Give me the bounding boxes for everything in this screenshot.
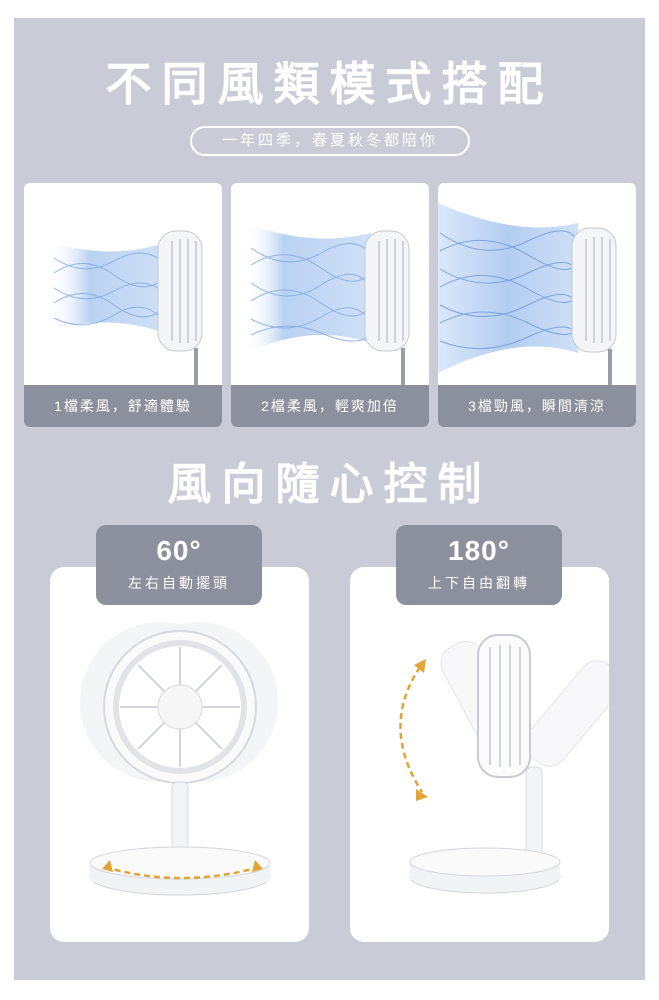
section-title-wind-direction: 風向隨心控制 <box>167 460 492 509</box>
fan-oscillation-illustration <box>80 622 278 896</box>
oscillation-card <box>50 567 309 942</box>
fan-airflow-illustration-1 <box>49 230 203 385</box>
mode-caption-3: 3檔勁風，瞬間清涼 <box>438 385 636 427</box>
fan-tilt-illustration <box>399 634 609 894</box>
oscillation-degree: 60° <box>156 535 202 566</box>
mode-caption-1: 1檔柔風，舒適體驗 <box>24 385 222 427</box>
feature-tag-oscillation: 60° 左右自動擺頭 <box>96 525 262 605</box>
feature-tag-tilt: 180° 上下自由翻轉 <box>396 525 562 605</box>
tilt-card <box>350 567 609 942</box>
mode-card-2: 2檔柔風，輕爽加倍 <box>231 183 429 427</box>
tilt-degree: 180° <box>448 535 510 566</box>
mode-card-3: 3檔勁風，瞬間清涼 <box>438 183 636 427</box>
mode-card-1: 1檔柔風，舒適體驗 <box>24 183 222 427</box>
subtitle-pill: 一年四季，春夏秋冬都陪你 <box>190 126 470 156</box>
mode-caption-2: 2檔柔風，輕爽加倍 <box>231 385 429 427</box>
section-title-wind-modes: 不同風類模式搭配 <box>105 58 554 110</box>
oscillation-label: 左右自動擺頭 <box>128 575 230 591</box>
fan-airflow-illustration-3 <box>438 203 617 385</box>
tilt-label: 上下自由翻轉 <box>428 575 530 591</box>
fan-airflow-illustration-2 <box>246 223 410 385</box>
